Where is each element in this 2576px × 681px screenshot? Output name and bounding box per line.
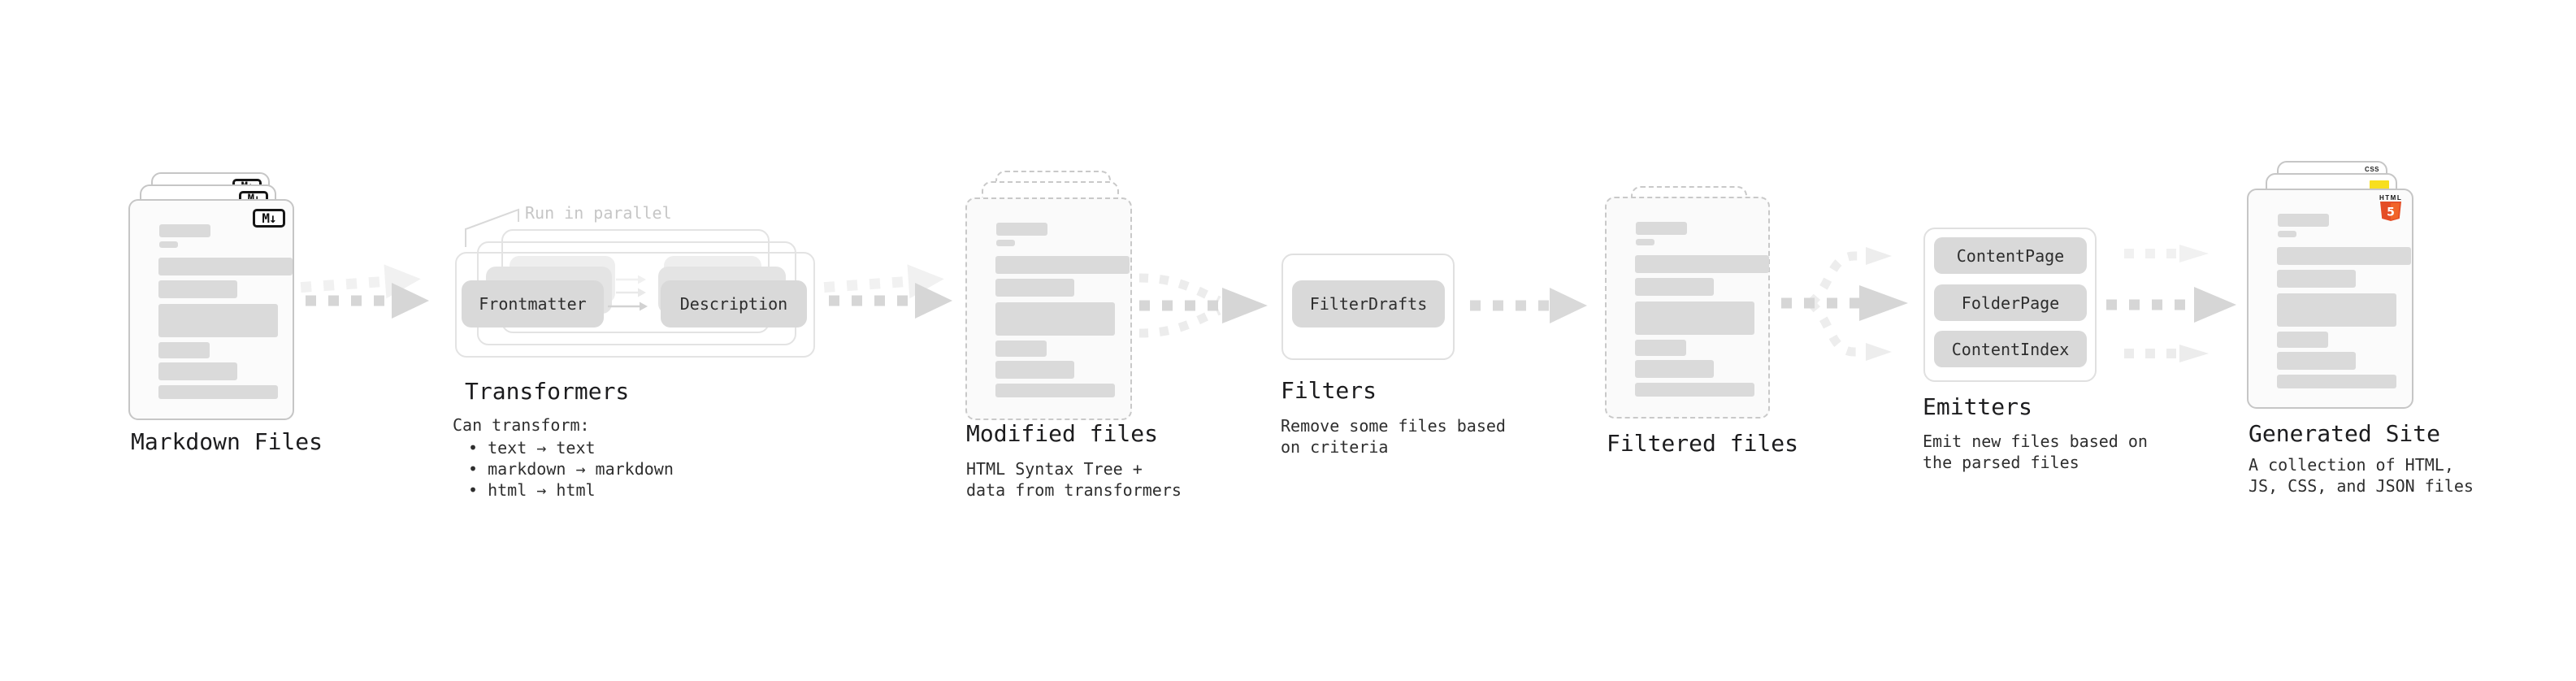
doc-line — [2277, 247, 2411, 265]
emitter-node-folderpage: FolderPage — [1934, 284, 2087, 321]
generated-site-page-html: HTML 5 — [2247, 189, 2413, 409]
doc-line — [996, 223, 1047, 236]
doc-line — [158, 280, 237, 298]
parallel-arrows-icon — [608, 275, 648, 311]
stage-title-transformers: Transformers — [465, 378, 630, 405]
stage-title-modified-files: Modified files — [966, 420, 1159, 447]
doc-line — [1635, 278, 1714, 296]
doc-line — [1635, 301, 1754, 335]
stage-title-emitters: Emitters — [1923, 393, 2032, 420]
doc-line — [158, 362, 237, 380]
emitters-desc: Emit new files based on the parsed files — [1923, 432, 2148, 472]
doc-line — [158, 342, 210, 358]
transformers-desc-item: • html → html — [468, 480, 596, 500]
doc-line — [1636, 222, 1687, 235]
emitter-node-contentpage: ContentPage — [1934, 237, 2087, 274]
html5-icon: HTML 5 — [2379, 194, 2402, 221]
doc-line — [158, 258, 293, 275]
transformer-card-front — [455, 252, 815, 358]
transformers-desc-item: • markdown → markdown — [468, 459, 674, 479]
doc-line — [2277, 332, 2328, 348]
doc-line — [1635, 383, 1754, 397]
generated-site-desc: A collection of HTML, JS, CSS, and JSON … — [2249, 455, 2474, 496]
emitter-node-label: ContentIndex — [1951, 339, 2070, 359]
modified-file-page-front — [965, 197, 1132, 420]
js-icon — [2370, 180, 2389, 189]
doc-line — [2278, 231, 2296, 237]
stage-title-filtered-files: Filtered files — [1607, 430, 1799, 457]
stage-title-generated-site: Generated Site — [2249, 420, 2441, 447]
note-leader-line — [465, 208, 519, 247]
doc-line — [995, 361, 1074, 379]
markdown-file-page-front: M↓ — [128, 199, 294, 420]
doc-line — [2277, 293, 2396, 327]
emitter-node-contentindex: ContentIndex — [1934, 331, 2087, 367]
doc-line — [1635, 340, 1686, 356]
flow-arrow-icon — [823, 264, 952, 319]
html5-number: 5 — [2387, 206, 2395, 219]
doc-line — [1635, 360, 1714, 378]
transformer-node-description: Description — [661, 280, 807, 327]
doc-line — [2278, 214, 2329, 227]
doc-line — [158, 304, 278, 337]
doc-line — [2277, 270, 2356, 288]
run-in-parallel-note: Run in parallel — [525, 203, 672, 223]
filter-node-label: FilterDrafts — [1309, 294, 1428, 314]
modified-files-desc: HTML Syntax Tree + data from transformer… — [966, 459, 1182, 500]
css-icon-label: CSS — [2365, 166, 2379, 173]
doc-line — [996, 240, 1015, 246]
doc-line — [995, 340, 1047, 357]
diverging-arrow-icon — [1781, 247, 1908, 361]
doc-line — [1636, 239, 1654, 245]
emitter-node-label: ContentPage — [1956, 245, 2065, 266]
flow-arrow-icon — [300, 264, 429, 319]
doc-line — [158, 385, 278, 399]
html5-shield: 5 — [2380, 202, 2401, 221]
transformer-node-frontmatter: Frontmatter — [462, 280, 604, 327]
filtered-file-page-front — [1605, 197, 1770, 419]
flow-arrow-icon — [1470, 288, 1587, 323]
doc-line — [995, 256, 1130, 274]
transformers-desc-item: • text → text — [468, 438, 596, 458]
stage-title-markdown-files: Markdown Files — [131, 428, 323, 455]
doc-line — [995, 384, 1115, 397]
stage-title-filters: Filters — [1281, 377, 1377, 404]
emitter-node-label: FolderPage — [1961, 293, 2060, 313]
filters-desc: Remove some files based on criteria — [1281, 416, 1506, 457]
markdown-icon-text: M↓ — [262, 210, 276, 226]
doc-line — [2277, 375, 2396, 388]
transformer-node-label: Description — [679, 294, 788, 314]
markdown-icon: M↓ — [253, 209, 285, 228]
doc-line — [1635, 255, 1769, 273]
transformers-desc-heading: Can transform: — [453, 415, 590, 435]
converging-arrow-icon — [1138, 273, 1268, 338]
html5-icon-label: HTML — [2379, 194, 2403, 202]
transformer-node-label: Frontmatter — [479, 294, 587, 314]
doc-line — [159, 224, 210, 237]
filter-node-filterdrafts: FilterDrafts — [1292, 280, 1445, 327]
doc-line — [159, 241, 178, 248]
doc-line — [995, 279, 1074, 297]
doc-line — [995, 302, 1115, 336]
parallel-flow-arrows-icon — [2106, 245, 2236, 362]
doc-line — [2277, 352, 2356, 370]
